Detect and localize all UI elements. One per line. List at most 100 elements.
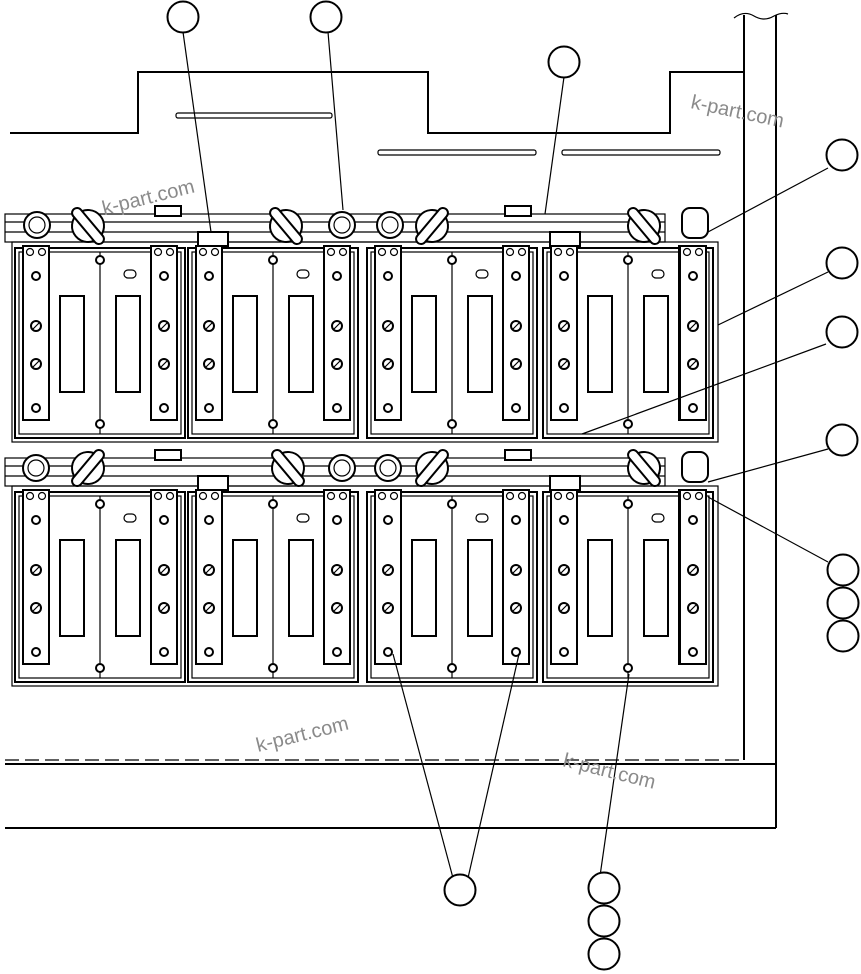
mount-hole [688, 647, 698, 657]
busbar-clamp [549, 475, 581, 491]
callout-circle [166, 0, 200, 34]
busbar-clamp [197, 475, 229, 491]
callout-circle [587, 937, 621, 971]
contact-window [643, 295, 669, 393]
rotary-knob-group [22, 206, 709, 488]
busbar-clamp [154, 205, 182, 217]
mount-hole [95, 663, 105, 673]
rotary-knob [71, 448, 105, 488]
mount-hole [268, 419, 278, 429]
watermark-1: k-part.com [689, 91, 786, 132]
terminal-strip [374, 245, 402, 421]
module-row-lower [11, 449, 719, 687]
callout-circle [826, 619, 860, 653]
mount-hole [95, 499, 105, 509]
contact-window [411, 295, 437, 393]
mount-hole [31, 647, 41, 657]
rotary-knob [271, 448, 305, 488]
pilot-lamp [328, 454, 356, 482]
watermark-2: k-part.com [100, 176, 197, 220]
contact-window [587, 539, 613, 637]
mount-hole [447, 255, 457, 265]
mount-hole [268, 663, 278, 673]
mount-hole [447, 499, 457, 509]
mount-hole [95, 255, 105, 265]
terminal-strip [22, 489, 50, 665]
mount-hole [559, 647, 569, 657]
callout-circle [587, 871, 621, 905]
mount-hole [559, 403, 569, 413]
mount-hole [511, 647, 521, 657]
rotary-knob [627, 206, 661, 246]
busbar-clamp [154, 449, 182, 461]
contact-window [467, 295, 493, 393]
callout-circle [826, 586, 860, 620]
contact-window [411, 539, 437, 637]
contact-window [232, 539, 258, 637]
callout-circle [826, 553, 860, 587]
contact-window [115, 295, 141, 393]
mount-hole [159, 647, 169, 657]
contact-window [59, 539, 85, 637]
mount-hole [204, 403, 214, 413]
callout-circle [825, 138, 859, 172]
callout-group [166, 0, 860, 971]
mount-hole [159, 403, 169, 413]
mount-hole [511, 403, 521, 413]
mount-hole [332, 403, 342, 413]
mount-hole [623, 255, 633, 265]
mount-hole [688, 403, 698, 413]
contact-window [467, 539, 493, 637]
callout-circle [547, 45, 581, 79]
mount-hole [623, 499, 633, 509]
mount-hole [31, 271, 41, 281]
contact-window [288, 539, 314, 637]
busbar-clamp [549, 231, 581, 247]
mount-hole [383, 403, 393, 413]
module-row-upper [11, 205, 719, 443]
mount-hole [511, 271, 521, 281]
watermark-4: k-part.com [561, 750, 658, 794]
mount-hole [204, 515, 214, 525]
mount-hole [559, 515, 569, 525]
mount-hole [623, 419, 633, 429]
rotary-knob [269, 206, 303, 246]
rotary-knob [627, 448, 661, 488]
mount-hole [332, 515, 342, 525]
contactor-module [542, 247, 714, 439]
contactor-module [366, 491, 538, 683]
indicator-cap [681, 207, 709, 239]
watermark-3: k-part.com [254, 713, 351, 757]
contactor-module [187, 247, 359, 439]
contact-window [587, 295, 613, 393]
contactor-module [14, 247, 186, 439]
contactor-module [366, 247, 538, 439]
pilot-lamp [328, 211, 356, 239]
callout-circle [587, 904, 621, 938]
contactor-module [14, 491, 186, 683]
mount-hole [511, 515, 521, 525]
terminal-strip [22, 245, 50, 421]
mount-hole [332, 271, 342, 281]
mount-hole [268, 255, 278, 265]
callout-circle [309, 0, 343, 34]
mount-hole [159, 515, 169, 525]
contact-window [643, 539, 669, 637]
rotary-knob [415, 448, 449, 488]
pilot-lamp [23, 211, 51, 239]
callout-circle [825, 246, 859, 280]
contact-window [288, 295, 314, 393]
leader-lines [182, 31, 829, 879]
mount-hole [31, 403, 41, 413]
mount-hole [383, 515, 393, 525]
mount-hole [447, 663, 457, 673]
pilot-lamp [374, 454, 402, 482]
housing-frame [5, 12, 789, 829]
rotary-knob [415, 206, 449, 246]
pilot-lamp [22, 454, 50, 482]
contactor-module [187, 491, 359, 683]
mount-hole [31, 515, 41, 525]
mount-hole [559, 271, 569, 281]
contact-window [59, 295, 85, 393]
